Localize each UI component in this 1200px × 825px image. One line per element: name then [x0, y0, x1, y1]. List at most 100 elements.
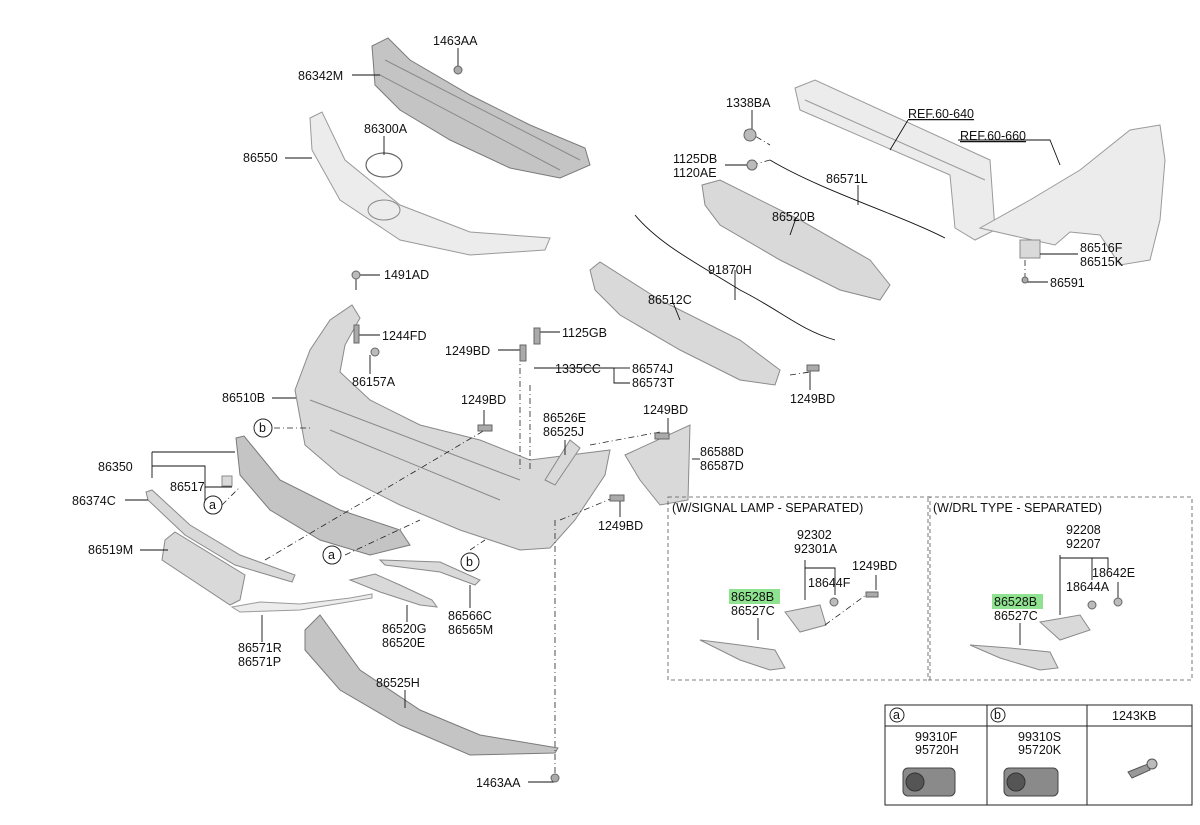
table-header-1243KB: 1243KB	[1112, 709, 1156, 723]
part-86527C-drl[interactable]	[969, 644, 1059, 671]
highlight-86528B-drl	[992, 594, 1043, 609]
sensor-table: a b 1243KB 99310F 95720H 99310S 95720K	[884, 704, 1193, 806]
part-86525H[interactable]	[304, 614, 559, 756]
label-1249BD-d: 1249BD	[643, 403, 688, 417]
label-ref-60-660: REF.60-660	[960, 129, 1026, 143]
label-92208: 92208	[1066, 523, 1101, 537]
signal-lamp-group: (W/SIGNAL LAMP - SEPARATED) 92302 92301A…	[672, 501, 897, 671]
part-86517[interactable]	[221, 475, 233, 487]
part-86566C[interactable]	[378, 559, 481, 586]
label-86573T: 86573T	[632, 376, 675, 390]
part-91870H-wiring[interactable]	[634, 214, 836, 341]
label-86571L: 86571L	[826, 172, 868, 186]
label-1125DB: 1125DB	[673, 152, 717, 166]
label-86517: 86517	[170, 480, 205, 494]
label-86574J: 86574J	[632, 362, 673, 376]
label-86374C: 86374C	[72, 494, 116, 508]
part-86512C[interactable]	[589, 261, 781, 386]
label-86527C-signal: 86527C	[731, 604, 775, 618]
alignment-lines	[221, 129, 1026, 778]
label-86157A: 86157A	[352, 375, 396, 389]
label-86528B-drl: 86528B	[994, 595, 1037, 609]
table-99310S: 99310S	[1018, 730, 1061, 744]
callout-a-center: a	[322, 545, 342, 565]
label-86342M: 86342M	[298, 69, 343, 83]
label-1491AD: 1491AD	[384, 268, 429, 282]
callout-b-center: b	[460, 552, 480, 572]
label-86571R: 86571R	[238, 641, 282, 655]
part-86588D[interactable]	[624, 424, 691, 506]
label-86512C: 86512C	[648, 293, 692, 307]
part-86550[interactable]	[309, 111, 551, 256]
label-86587D: 86587D	[700, 459, 744, 473]
label-1249BD-e: 1249BD	[598, 519, 643, 533]
label-1120AE: 1120AE	[673, 166, 717, 180]
part-86520G[interactable]	[348, 573, 439, 608]
label-86566C: 86566C	[448, 609, 492, 623]
label-86591: 86591	[1050, 276, 1085, 290]
label-86350: 86350	[98, 460, 133, 474]
label-86565M: 86565M	[448, 623, 493, 637]
sensor-icon-a	[902, 767, 956, 797]
label-86519M: 86519M	[88, 543, 133, 557]
label-86528B-signal: 86528B	[731, 590, 774, 604]
label-86300A: 86300A	[364, 122, 408, 136]
label-86525J: 86525J	[543, 425, 584, 439]
label-86571P: 86571P	[238, 655, 281, 669]
label-1338BA: 1338BA	[726, 96, 771, 110]
part-86571R[interactable]	[230, 593, 373, 613]
svg-text:b: b	[466, 555, 473, 569]
label-1463AA-top: 1463AA	[433, 34, 478, 48]
table-95720K: 95720K	[1018, 743, 1062, 757]
label-86527C-drl: 86527C	[994, 609, 1038, 623]
part-fender-ref[interactable]	[978, 124, 1166, 266]
part-86342M[interactable]	[371, 37, 591, 179]
label-86520E: 86520E	[382, 636, 425, 650]
part-86520B[interactable]	[701, 179, 891, 301]
table-key-b: b	[994, 708, 1001, 722]
label-92302: 92302	[797, 528, 832, 542]
label-86515K: 86515K	[1080, 255, 1124, 269]
callout-b-top: b	[253, 418, 273, 438]
part-drl-lamp[interactable]	[1038, 614, 1091, 641]
part-86516F-bracket[interactable]	[1019, 239, 1041, 259]
part-86526E[interactable]	[544, 439, 581, 486]
label-ref-60-640: REF.60-640	[908, 107, 974, 121]
label-18644F: 18644F	[808, 576, 851, 590]
label-1463AA-bottom: 1463AA	[476, 776, 521, 790]
table-95720H: 95720H	[915, 743, 959, 757]
label-1335CC: 1335CC	[555, 362, 601, 376]
label-92301A: 92301A	[794, 542, 838, 556]
label-18642E: 18642E	[1092, 566, 1135, 580]
label-86526E: 86526E	[543, 411, 586, 425]
label-86520B: 86520B	[772, 210, 815, 224]
table-99310F: 99310F	[915, 730, 958, 744]
label-1244FD: 1244FD	[382, 329, 426, 343]
part-bumper-beam-ref[interactable]	[794, 79, 996, 241]
part-86350[interactable]	[235, 435, 411, 556]
table-key-a: a	[893, 708, 900, 722]
part-86519M[interactable]	[161, 531, 246, 606]
svg-text:b: b	[259, 421, 266, 435]
part-86374C[interactable]	[145, 489, 296, 583]
label-1249BD-c: 1249BD	[461, 393, 506, 407]
label-86588D: 86588D	[700, 445, 744, 459]
label-91870H: 91870H	[708, 263, 752, 277]
screw-icon-1243KB	[1127, 758, 1158, 779]
signal-lamp-box	[667, 496, 931, 681]
label-86510B: 86510B	[222, 391, 265, 405]
highlight-86528B-signal	[729, 589, 780, 604]
part-86571L[interactable]	[769, 159, 946, 239]
label-1125GB: 1125GB	[562, 326, 607, 340]
callout-a-left: a	[203, 495, 223, 515]
drl-type-group: (W/DRL TYPE - SEPARATED) 92208 92207 186…	[933, 501, 1135, 671]
label-1249BD-b: 1249BD	[790, 392, 835, 406]
label-86520G: 86520G	[382, 622, 426, 636]
part-signal-lamp[interactable]	[784, 604, 827, 633]
label-86516F: 86516F	[1080, 241, 1123, 255]
label-86550: 86550	[243, 151, 278, 165]
signal-lamp-title: (W/SIGNAL LAMP - SEPARATED)	[672, 501, 863, 515]
part-86527C-signal[interactable]	[699, 639, 786, 671]
